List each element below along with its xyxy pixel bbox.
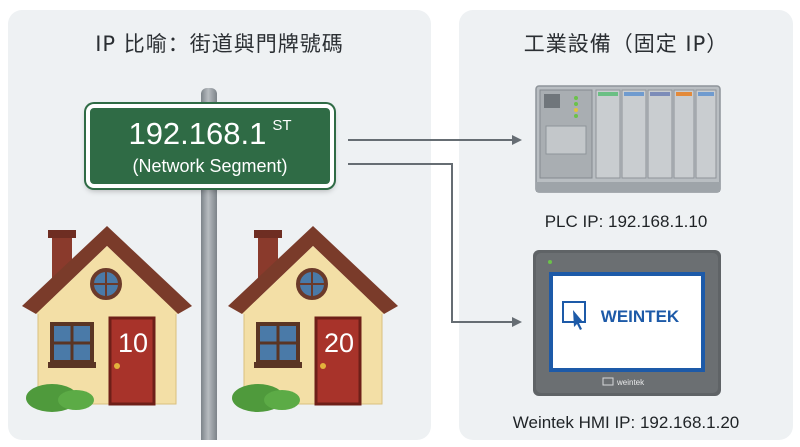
hmi-screen-logo: WEINTEK [601, 307, 680, 326]
sign-subtitle: (Network Segment) [132, 156, 288, 176]
hmi-panel-icon: WEINTEK weintek [533, 250, 721, 396]
hmi-ip-label: Weintek HMI IP: 192.168.1.20 [512, 413, 740, 432]
plc-rack-icon [535, 85, 721, 193]
house-roof [228, 226, 398, 314]
house-1: 10 [22, 226, 192, 412]
io-modules [595, 89, 717, 179]
house-number: 20 [324, 328, 354, 358]
house-number: 10 [118, 328, 148, 358]
house-door [314, 316, 362, 406]
plc-ip-label: PLC IP: 192.168.1.10 [544, 212, 708, 231]
arrow-to-hmi [348, 163, 522, 327]
house-2: 20 [228, 226, 398, 412]
house-roof [22, 226, 192, 314]
analogy-title: IP 比喻：街道與門牌號碼 [95, 32, 344, 56]
sign-suffix: ST [272, 117, 292, 134]
devices-title: 工業設備（固定 IP） [523, 32, 729, 56]
house-door [108, 316, 156, 406]
hmi-bezel-brand: weintek [616, 378, 645, 387]
hmi-screen [549, 272, 705, 372]
